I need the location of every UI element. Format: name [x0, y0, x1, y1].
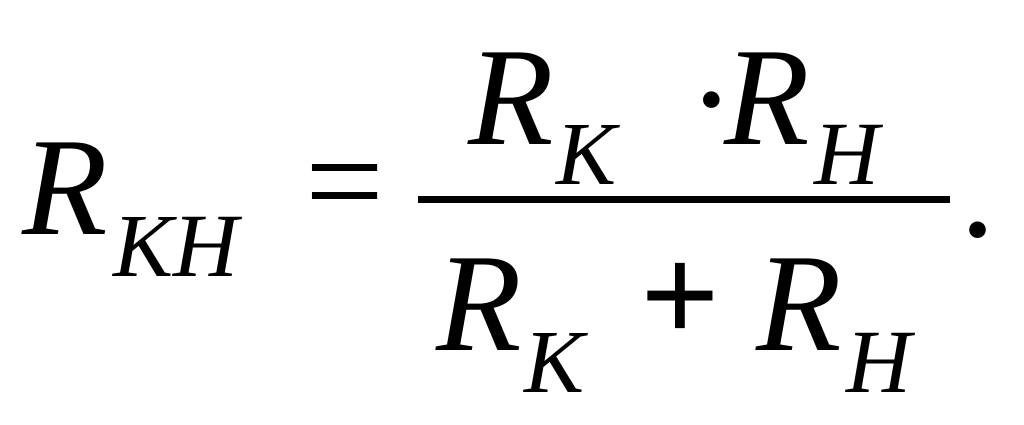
numerator-left-symbol: R	[468, 20, 554, 175]
numerator-right-symbol: R	[724, 20, 810, 175]
denominator-right-subscript: H	[846, 313, 911, 412]
numerator-left-subscript: K	[556, 105, 617, 204]
equals-sign: =	[305, 104, 384, 259]
denominator-left-subscript: K	[524, 313, 585, 412]
lhs-subscript: KH	[113, 197, 239, 296]
terminating-period: .	[960, 112, 995, 267]
numerator-operator-dot: ·	[688, 22, 735, 177]
numerator-right-subscript: H	[814, 105, 879, 204]
denominator-left-symbol: R	[436, 226, 522, 381]
fraction-bar	[418, 196, 950, 203]
lhs-symbol: R	[22, 110, 108, 265]
denominator-right-symbol: R	[756, 226, 842, 381]
denominator-operator-plus: +	[640, 218, 720, 373]
